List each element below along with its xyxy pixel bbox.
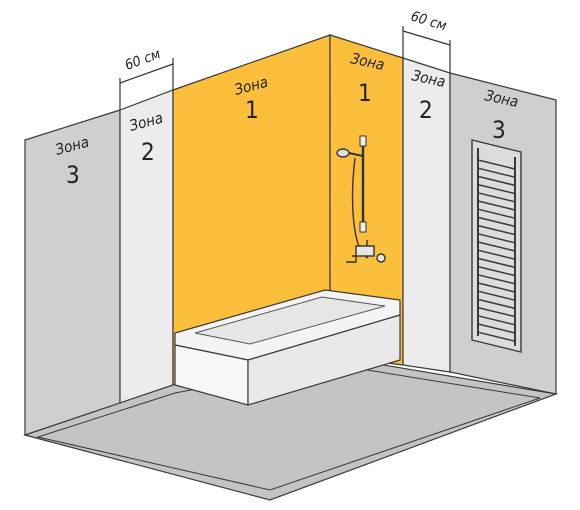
towel-radiator	[471, 139, 522, 353]
radiator-rung	[477, 331, 516, 342]
radiator-rung	[477, 200, 516, 211]
left-wall-zone3	[24, 109, 121, 436]
radiator-rung	[477, 167, 516, 178]
dimension-right-label: 60 см	[409, 9, 449, 35]
radiator-rung	[477, 282, 516, 293]
radiator-rung	[477, 192, 516, 203]
right-zone1-number: 1	[358, 79, 372, 107]
radiator-rung	[477, 249, 516, 260]
radiator-rung	[477, 265, 516, 277]
radiator-rung	[477, 241, 516, 252]
right-zone3-number: 3	[492, 116, 506, 144]
right-zone2-number: 2	[419, 96, 433, 124]
radiator-rung	[477, 159, 516, 170]
dimension-right	[402, 26, 451, 73]
radiator-rung	[477, 298, 516, 310]
radiator-rung	[477, 290, 516, 301]
back-zone1-number: 1	[245, 96, 259, 124]
radiator-rung	[477, 257, 516, 269]
floor-inner-border	[36, 363, 541, 491]
radiator-rung	[477, 306, 516, 318]
radiator-rung	[477, 274, 516, 285]
radiator-rung	[477, 233, 516, 244]
left-zone2-number: 2	[141, 138, 155, 166]
radiator-rung	[477, 224, 516, 236]
shower-set	[336, 135, 386, 263]
radiator-rung	[477, 323, 516, 334]
radiator-rung	[477, 175, 516, 187]
radiator-rung	[477, 183, 516, 195]
dimension-left	[119, 58, 174, 110]
left-zone3-number: 3	[66, 161, 80, 189]
radiator-rung	[477, 315, 516, 326]
radiator-rung	[477, 208, 516, 219]
radiator-rung	[477, 216, 516, 228]
bathtub	[174, 289, 401, 406]
